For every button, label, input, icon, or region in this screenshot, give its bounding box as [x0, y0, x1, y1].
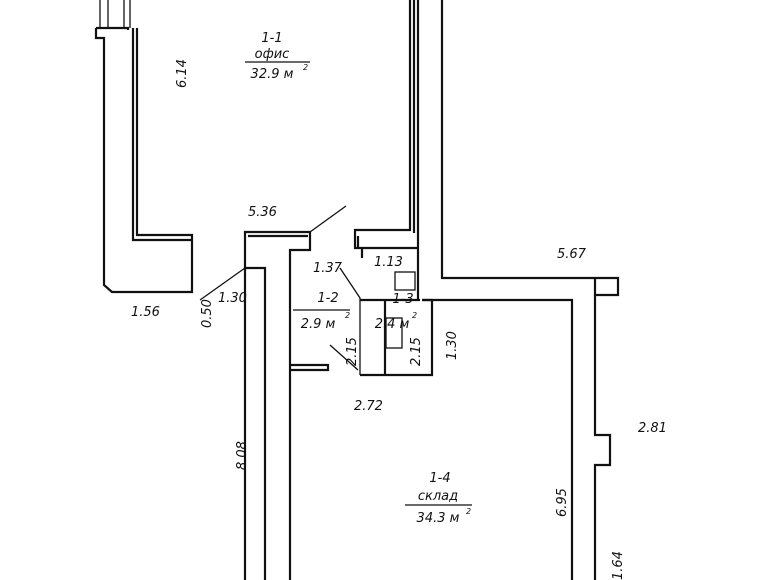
walls [94, 0, 620, 580]
dim-1-13: 1.13 [374, 255, 403, 270]
left-wall [94, 26, 194, 294]
svg-text:2: 2 [303, 63, 308, 72]
svg-text:2: 2 [466, 507, 471, 516]
corridor-door [329, 267, 361, 375]
dim-2-81: 2.81 [638, 421, 667, 436]
dim-1-30-right: 1.30 [445, 331, 460, 360]
dim-6-95: 6.95 [555, 488, 570, 517]
room-1-1-number: 1-1 [261, 31, 282, 46]
room-1-3-area: 2.4 м [375, 317, 410, 332]
room-labels: 1-1 офис 32.9 м 2 1-2 2.9 м 2 1-3 2.4 м … [245, 31, 472, 526]
dim-6-14: 6.14 [175, 59, 190, 88]
warehouse-right-wall [422, 295, 612, 580]
svg-text:2: 2 [345, 311, 350, 320]
window-lines [99, 0, 131, 28]
toilet-icon [394, 271, 416, 291]
office-right-wall [353, 0, 620, 300]
dim-2-72: 2.72 [354, 399, 383, 414]
room-1-3-number: 1-3 [392, 292, 413, 307]
room-1-1-area: 32.9 м [251, 67, 294, 82]
corridor-walls [290, 236, 364, 372]
room-1-4-number: 1-4 [429, 471, 450, 486]
dim-1-37: 1.37 [313, 261, 343, 276]
dim-2-15-right: 2.15 [409, 337, 424, 366]
svg-text:2: 2 [412, 311, 417, 320]
room-1-4-name: склад [418, 489, 458, 504]
dim-1-30-left: 1.30 [218, 291, 247, 306]
sink-icon [385, 317, 403, 349]
dim-1-64: 1.64 [611, 551, 626, 580]
dimension-labels: 6.14 5.36 1.56 0.50 1.30 1.37 1.13 2.15 … [131, 59, 667, 580]
room-1-2-area: 2.9 м [301, 317, 336, 332]
dim-8-08: 8.08 [235, 441, 250, 470]
door-swing [199, 205, 347, 301]
dim-5-67: 5.67 [557, 247, 587, 262]
dim-1-56: 1.56 [131, 305, 160, 320]
room-1-4-area: 34.3 м [417, 511, 460, 526]
room-1-2-number: 1-2 [317, 291, 338, 306]
room-1-1-name: офис [255, 47, 290, 62]
dim-2-15-left: 2.15 [345, 337, 360, 366]
dim-0-50: 0.50 [200, 299, 215, 328]
dim-5-36: 5.36 [248, 205, 277, 220]
partition-wall [243, 230, 312, 580]
